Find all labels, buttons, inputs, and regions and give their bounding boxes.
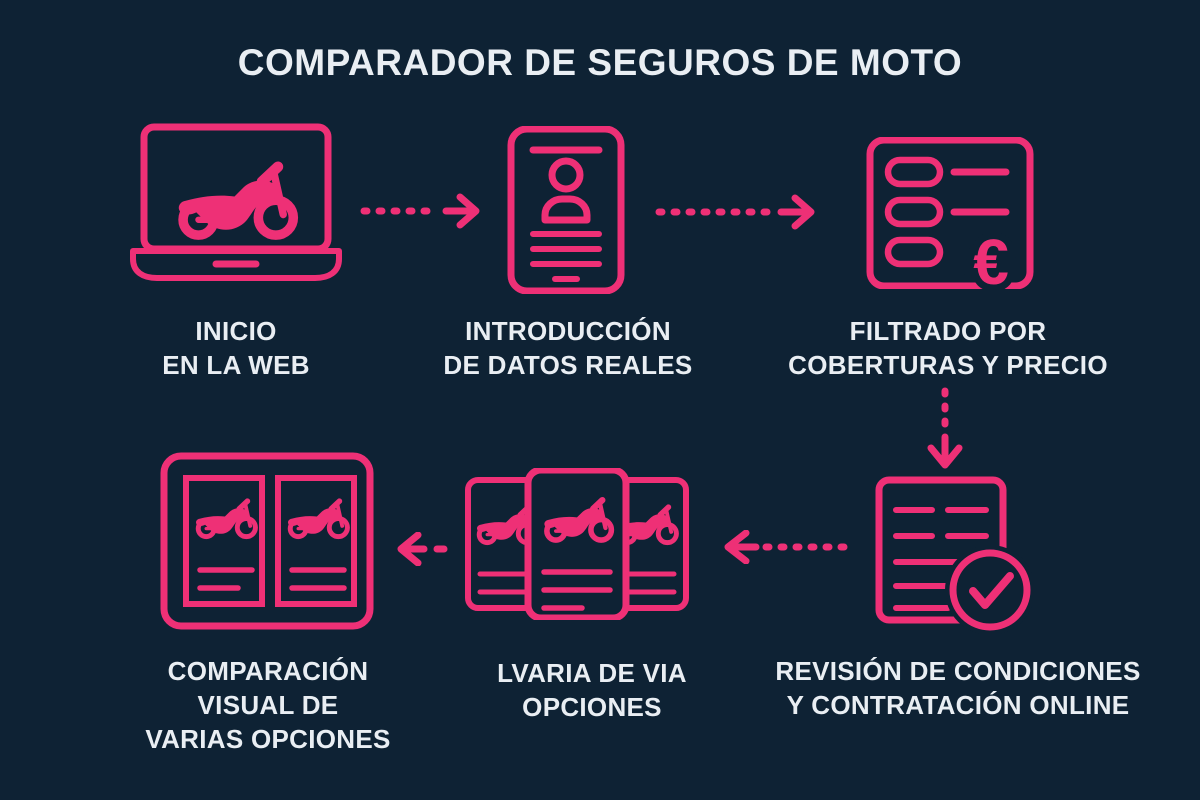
dotted-arrow-right-svg xyxy=(360,193,480,229)
step-label-line: VARIAS OPCIONES xyxy=(145,724,391,754)
step-label-line: LVARIA DE VIA xyxy=(497,658,687,688)
comparison-panels-svg xyxy=(160,452,374,630)
person-shoulders xyxy=(541,195,591,224)
laptop-motorcycle-icon xyxy=(130,123,342,285)
step-label-line: EN LA WEB xyxy=(162,350,310,380)
dotted-arrow-right-svg xyxy=(655,194,815,230)
step-label-introduccion: INTRODUCCIÓN DE DATOS REALES xyxy=(393,314,743,382)
step-label-line: DE DATOS REALES xyxy=(443,350,693,380)
filter-lines xyxy=(950,168,1010,216)
filter-card xyxy=(866,137,1034,289)
laptop-base xyxy=(130,248,342,281)
panel-frame xyxy=(160,452,374,630)
check-circle xyxy=(949,549,1031,631)
filter-pill-1 xyxy=(884,156,944,188)
comparison-panels-icon xyxy=(160,452,374,630)
step-label-line: OPCIONES xyxy=(522,692,662,722)
dotted-arrow-down-svg xyxy=(927,387,963,469)
euro-symbol: € xyxy=(973,226,1009,289)
filter-pill-2 xyxy=(884,196,944,228)
step-label-line: INICIO xyxy=(195,316,277,346)
phone-body xyxy=(507,126,625,294)
filter-pill-3 xyxy=(884,236,944,268)
card-center-lines xyxy=(541,569,613,611)
step-label-line: COBERTURAS Y PRECIO xyxy=(788,350,1108,380)
panel-left-lines xyxy=(197,567,255,591)
step-label-opciones: LVARIA DE VIA OPCIONES xyxy=(442,656,742,724)
motorcycle-glyph xyxy=(179,167,294,235)
step-label-line: COMPARACIÓN xyxy=(167,656,369,686)
step-label-filtrado: FILTRADO POR COBERTURAS Y PRECIO xyxy=(773,314,1123,382)
moto-cards-stack-icon xyxy=(464,468,690,620)
laptop-screen xyxy=(140,123,332,253)
moto-cards-stack-svg xyxy=(465,468,689,620)
phone-personal-data-svg xyxy=(507,126,625,294)
step-label-line: INTRODUCCIÓN xyxy=(465,316,671,346)
dotted-arrow-down xyxy=(927,387,963,471)
document-checkmark-icon xyxy=(874,474,1032,636)
step-label-line: REVISIÓN DE CONDICIONES xyxy=(775,656,1141,686)
motorcycle-glyph xyxy=(288,501,347,536)
form-lines xyxy=(530,231,602,267)
panel-right-lines xyxy=(289,567,347,591)
step-label-line: VISUAL DE xyxy=(197,690,339,720)
panel-right xyxy=(275,475,357,607)
card-center xyxy=(524,468,630,620)
dotted-arrow-right-2 xyxy=(655,193,817,231)
dotted-arrow-left-svg xyxy=(724,530,854,564)
dotted-arrow-right-1 xyxy=(360,192,482,230)
laptop-motorcycle-svg xyxy=(130,123,342,281)
motorcycle-glyph xyxy=(196,501,255,536)
step-label-comparacion: COMPARACIÓN VISUAL DE VARIAS OPCIONES xyxy=(118,654,418,756)
dotted-arrow-left-long xyxy=(722,530,854,564)
step-label-revision: REVISIÓN DE CONDICIONES Y CONTRATACIÓN O… xyxy=(758,654,1158,722)
phone-personal-data-icon xyxy=(507,126,625,294)
panel-left xyxy=(183,475,265,607)
document-lines xyxy=(893,507,989,611)
step-label-line: Y CONTRATACIÓN ONLINE xyxy=(786,690,1130,720)
dotted-arrow-left-short xyxy=(396,532,450,566)
step-label-line: FILTRADO POR xyxy=(849,316,1047,346)
page-title: COMPARADOR DE SEGUROS DE MOTO xyxy=(237,42,963,83)
document-checkmark-svg xyxy=(875,476,1032,635)
check-mark xyxy=(969,572,1014,609)
filter-list-euro-svg: € xyxy=(866,137,1034,289)
filter-list-euro-icon: € xyxy=(866,137,1034,289)
dotted-arrow-left-svg xyxy=(397,532,448,566)
step-label-inicio: INICIO EN LA WEB xyxy=(86,314,386,382)
person-head xyxy=(548,157,584,193)
